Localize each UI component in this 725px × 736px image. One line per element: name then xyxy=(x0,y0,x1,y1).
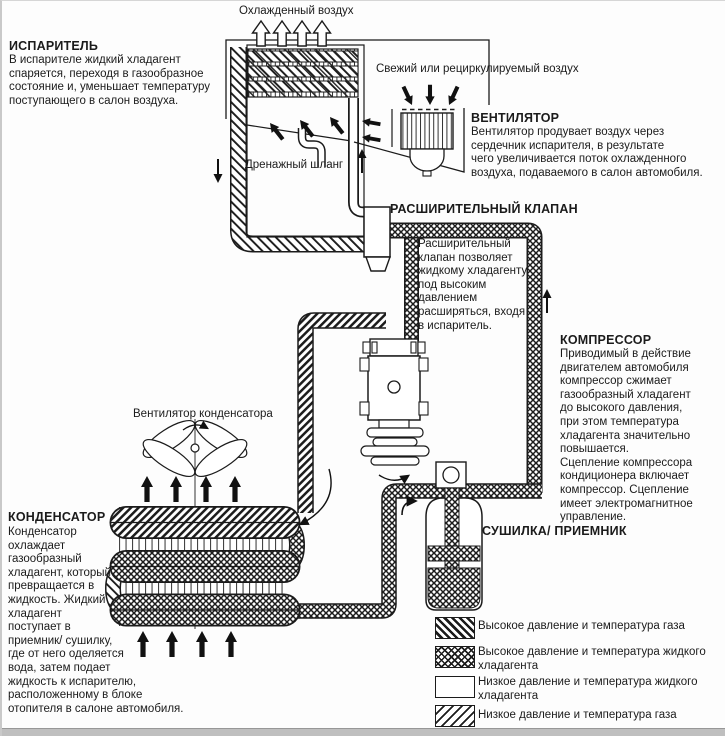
legend-swatch-low-pressure-gas xyxy=(435,705,475,727)
pipe-low-gas-evaporator-walls xyxy=(230,47,364,253)
legend-swatch-low-pressure-liquid xyxy=(435,676,475,698)
pipe-high-liquid-receiver-line xyxy=(291,483,542,619)
blower-fan xyxy=(353,84,465,177)
legend-swatch-high-pressure-liquid xyxy=(435,646,475,668)
evaporator-description: В испарителе жидкий хладагент спаряется,… xyxy=(9,54,210,107)
pipe-high-gas-discharge xyxy=(297,312,386,513)
condenser-fan-label: Вентилятор конденсатора xyxy=(133,408,273,420)
fan-title: ВЕНТИЛЯТОР xyxy=(471,111,560,125)
evaporator-title: ИСПАРИТЕЛЬ xyxy=(9,39,99,53)
evaporator-unit xyxy=(212,20,490,238)
condenser-title: КОНДЕНСАТОР xyxy=(8,510,106,524)
receiver-drier xyxy=(425,461,483,611)
condenser-description: Конденсатор охлаждает газообразный хлада… xyxy=(8,526,184,715)
cooled-air-label: Охлажденный воздух xyxy=(239,5,354,17)
flow-arrows xyxy=(298,288,553,526)
expansion-valve-description: Расширительный клапан позволяет жидкому … xyxy=(418,238,528,332)
fresh-air-label: Свежий или рециркулируемый воздух xyxy=(376,63,579,75)
legend-label-low-pressure-gas: Низкое давление и температура газа xyxy=(478,709,677,721)
legend-swatch-high-pressure-gas xyxy=(435,617,475,639)
condenser-fan xyxy=(137,420,248,657)
drain-hose-label: Дренажный шланг xyxy=(245,159,344,171)
fan-description: Вентилятор продувает воздух через сердеч… xyxy=(471,126,703,179)
pipe-high-liquid-feed xyxy=(389,222,543,493)
legend-label-high-pressure-liquid: Высокое давление и температура жидкого х… xyxy=(478,646,706,672)
dryer-receiver-title: СУШИЛКА/ ПРИЕМНИК xyxy=(482,524,627,538)
compressor-description: Приводимый в действие двигателем автомоб… xyxy=(560,348,693,524)
condenser-rows xyxy=(109,506,301,627)
window-bottom-edge xyxy=(2,728,725,736)
expansion-valve xyxy=(363,206,391,272)
legend-label-low-pressure-liquid: Низкое давление и температура жидкого хл… xyxy=(478,676,698,702)
compressor-title: КОМПРЕССОР xyxy=(560,333,652,347)
expansion-valve-title: РАСШИРИТЕЛЬНЫЙ КЛАПАН xyxy=(390,202,578,216)
compressor-unit xyxy=(359,338,430,485)
legend-label-high-pressure-gas: Высокое давление и температура газа xyxy=(478,620,685,632)
